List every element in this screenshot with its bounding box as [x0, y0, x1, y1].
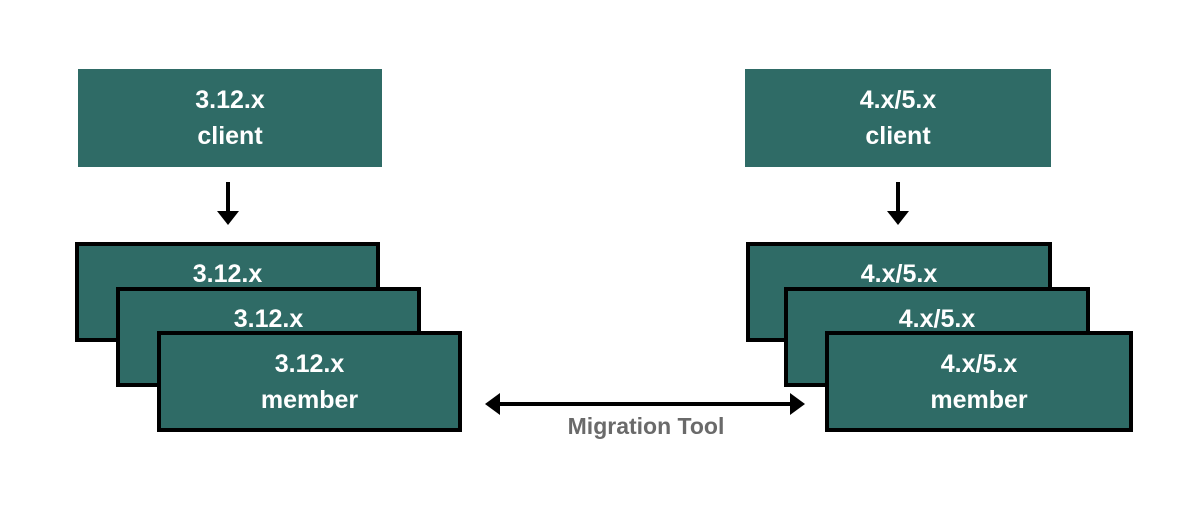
left-client-role-label: client — [197, 122, 263, 150]
left-client-box: 3.12.x client — [78, 69, 382, 167]
left-member-middle-version-label: 3.12.x — [233, 305, 304, 333]
migration-arrow-left-head-icon — [485, 393, 500, 415]
right-member-middle-version-label: 4.x/5.x — [898, 305, 976, 333]
right-member-back-version-label: 4.x/5.x — [860, 260, 938, 288]
left-down-arrow-shaft — [226, 182, 230, 212]
right-member-front-version-label: 4.x/5.x — [940, 349, 1018, 378]
migration-arrow-shaft — [497, 402, 793, 406]
right-client-role-label: client — [865, 122, 931, 150]
left-client-version-label: 3.12.x — [195, 86, 265, 114]
right-member-front-role-label: member — [930, 385, 1028, 414]
right-member-box-front: 4.x/5.x member — [825, 331, 1133, 432]
migration-arrow-right-head-icon — [790, 393, 805, 415]
left-member-front-version-label: 3.12.x — [274, 349, 345, 378]
migration-tool-label: Migration Tool — [567, 413, 725, 439]
right-client-version-label: 4.x/5.x — [859, 86, 937, 114]
left-member-back-version-label: 3.12.x — [192, 260, 263, 288]
left-down-arrow-head-icon — [217, 211, 239, 225]
right-client-box: 4.x/5.x client — [745, 69, 1051, 167]
left-member-front-role-label: member — [260, 385, 359, 414]
right-down-arrow-shaft — [896, 182, 900, 212]
left-member-box-front: 3.12.x member — [157, 331, 462, 432]
right-down-arrow-head-icon — [887, 211, 909, 225]
